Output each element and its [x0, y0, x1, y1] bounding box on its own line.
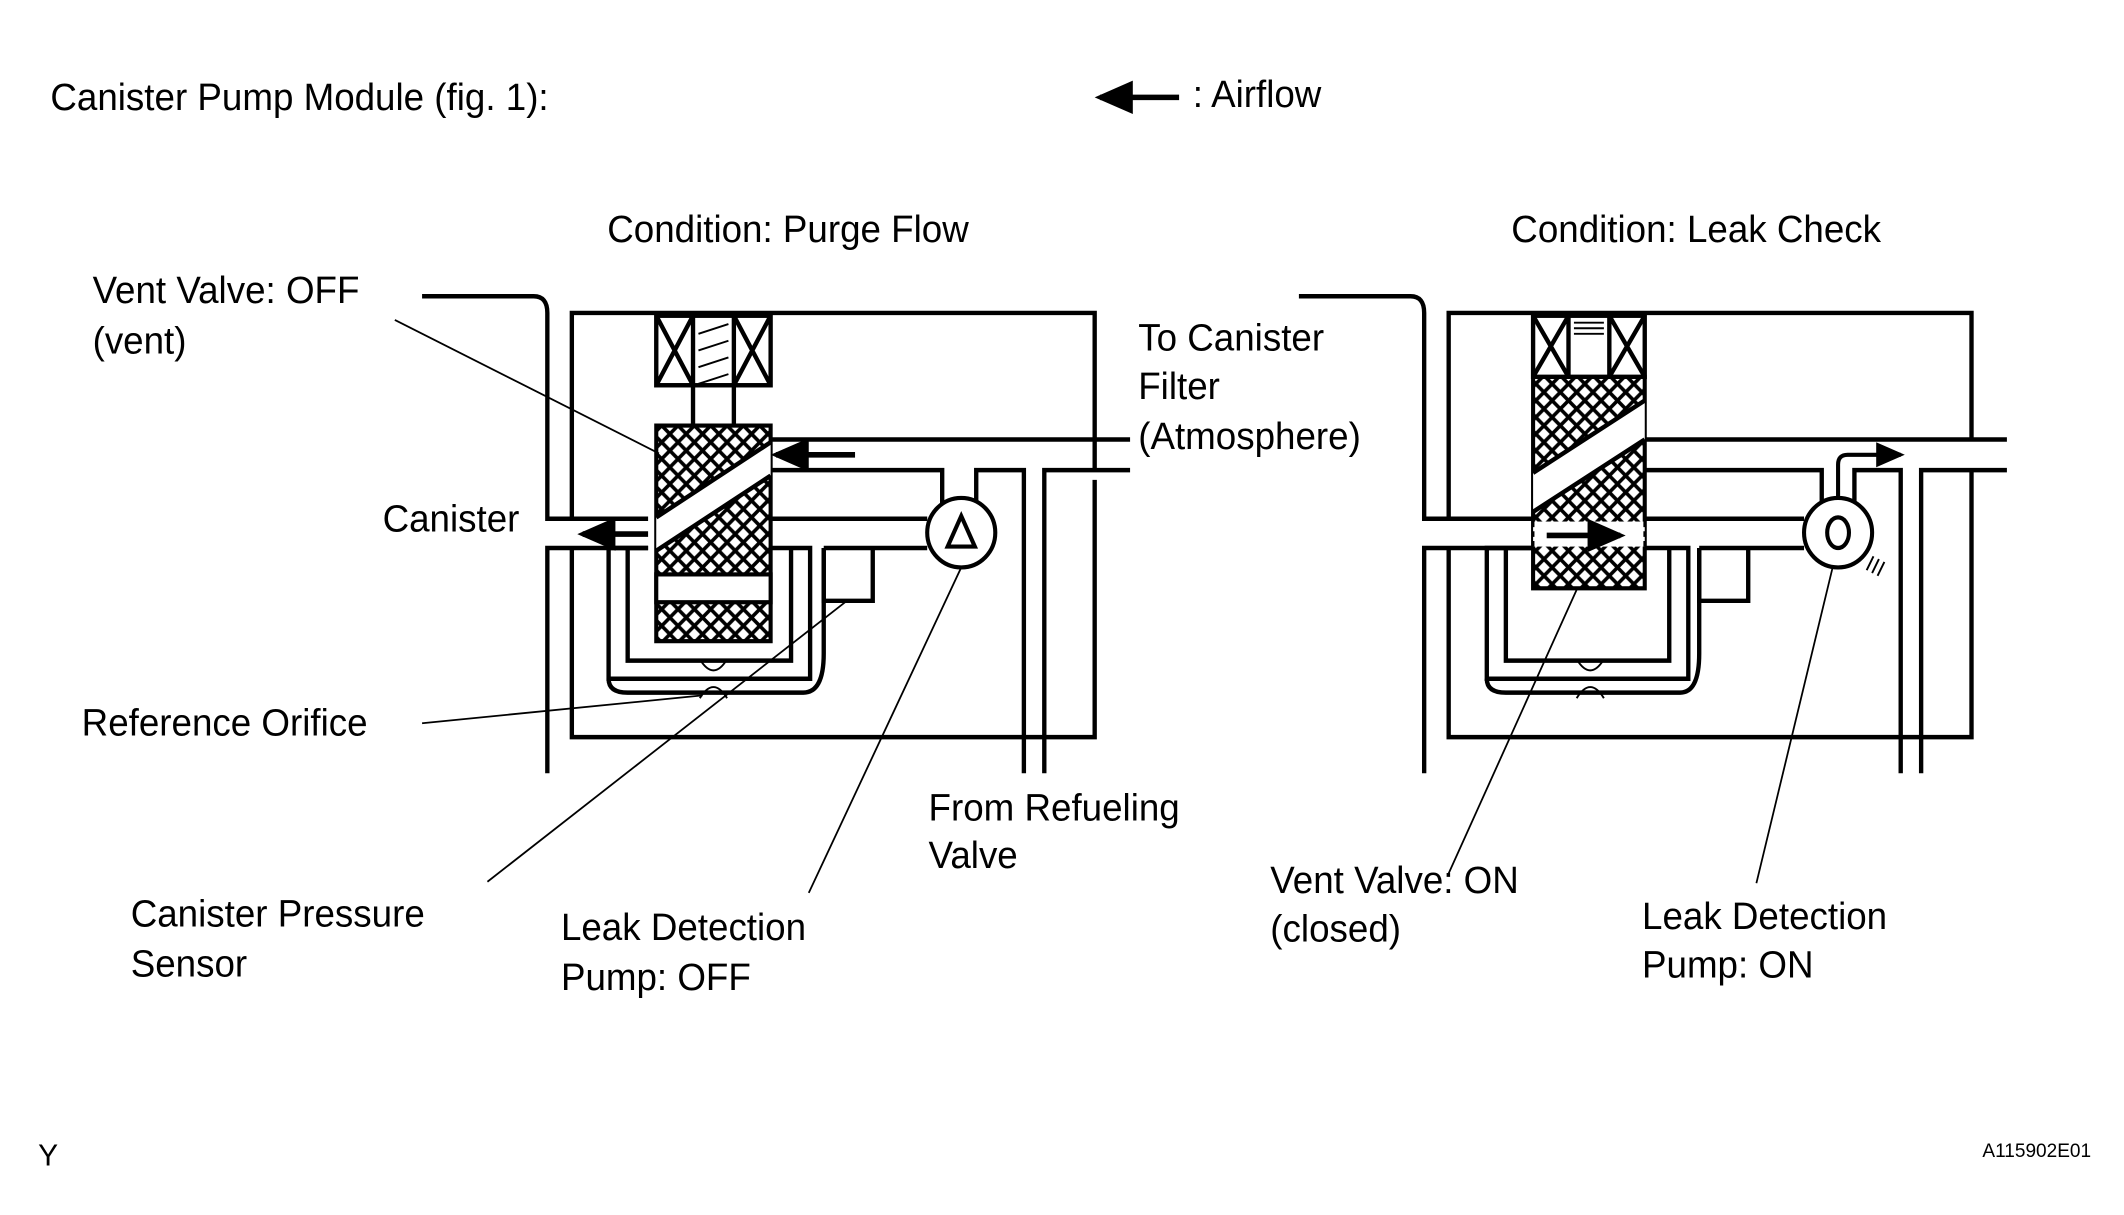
- valve-passage-edges: [1531, 398, 1646, 514]
- pump-on-circle-icon: [1825, 515, 1852, 551]
- reference-orifice-label: Reference Orifice: [82, 701, 368, 743]
- pump-leader: [1755, 567, 1834, 884]
- refuel-label-2: Valve: [929, 834, 1018, 876]
- atmosphere-pipe-bottom: [1644, 467, 1903, 774]
- pump-leader: [807, 567, 963, 894]
- valve-passage-edges: [655, 440, 772, 553]
- valve-seal-gap: [654, 572, 773, 605]
- refueling-pipe: [1042, 467, 1131, 774]
- valve-stem: [690, 385, 737, 426]
- leak-detection-pump: [925, 495, 998, 570]
- to-filter-label-2: Filter: [1138, 365, 1220, 407]
- valve-passage: [1533, 400, 1645, 512]
- module-housing-top: [1446, 310, 1974, 519]
- solenoid-windings: [654, 314, 773, 387]
- pressure-sensor: [821, 547, 875, 604]
- vent-valve-leader: [394, 319, 660, 455]
- refueling-pipe: [1918, 467, 2007, 774]
- figure-title: Canister Pump Module (fig. 1):: [50, 76, 548, 118]
- legend-label: : Airflow: [1193, 73, 1322, 115]
- canister-port-upper-wall: [422, 294, 649, 521]
- panel-purge-flow: Condition: Purge Flow: [82, 208, 1361, 999]
- reference-orifice-leader: [421, 694, 703, 725]
- leak-detection-pump: [1801, 495, 1875, 570]
- channel-dashed-edges: [1531, 521, 1647, 548]
- pump-label-1: Leak Detection: [561, 906, 806, 948]
- reference-loop-outer: [1484, 545, 1691, 681]
- figure-id: A115902E01: [1982, 1141, 2091, 1162]
- pump-off-triangle-icon: [944, 510, 979, 549]
- reference-orifice-symbol: [1575, 658, 1605, 699]
- pump-label-1: Leak Detection: [1642, 895, 1887, 937]
- to-filter-label-1: To Canister: [1138, 316, 1324, 358]
- condition-title: Condition: Leak Check: [1511, 208, 1881, 250]
- reference-loop-inner: [625, 547, 794, 663]
- airflow-legend: : Airflow: [1094, 73, 1322, 115]
- solenoid-coil: [654, 313, 773, 388]
- reference-loop-inner: [1503, 547, 1672, 663]
- pressure-sensor: [1697, 547, 1751, 604]
- sensor-line: [606, 547, 826, 695]
- vent-valve-state: (closed): [1270, 907, 1401, 949]
- corner-mark: Y: [38, 1139, 58, 1172]
- vent-valve-label: Vent Valve: OFF: [93, 269, 360, 311]
- module-housing-bottom: [569, 479, 1097, 740]
- pressure-sensor-label-1: Canister Pressure: [131, 892, 425, 934]
- pressure-sensor-label-2: Sensor: [131, 942, 247, 984]
- to-filter-label-3: (Atmosphere): [1138, 415, 1361, 457]
- solenoid-spring-compressed: [1573, 321, 1604, 335]
- pump-label-2: Pump: ON: [1642, 943, 1814, 985]
- condition-title: Condition: Purge Flow: [607, 208, 969, 250]
- refuel-label-1: From Refueling: [929, 786, 1180, 828]
- vent-valve-leader: [1447, 589, 1578, 874]
- pump-label-2: Pump: OFF: [561, 956, 751, 998]
- solenoid-windings: [1531, 314, 1647, 379]
- pressure-sensor-leader: [486, 600, 848, 883]
- valve-passage: [656, 442, 771, 551]
- module-housing-bottom: [1446, 470, 1974, 740]
- panel-leak-check: Condition: Leak Check Vent Valve: ON: [1270, 208, 2007, 986]
- module-housing-top: [569, 310, 1097, 519]
- airflow-arrow-up-right: [1836, 442, 1905, 501]
- sensor-line: [1484, 547, 1702, 695]
- solenoid-spring: [698, 323, 729, 385]
- canister-port-upper-wall: [1298, 294, 1534, 521]
- vibration-marks-icon: [1865, 555, 1886, 577]
- vent-valve-state: (vent): [93, 319, 187, 361]
- canister-label: Canister: [383, 497, 520, 539]
- vent-valve-label: Vent Valve: ON: [1270, 859, 1518, 901]
- atmosphere-pipe-bottom: [770, 467, 1027, 774]
